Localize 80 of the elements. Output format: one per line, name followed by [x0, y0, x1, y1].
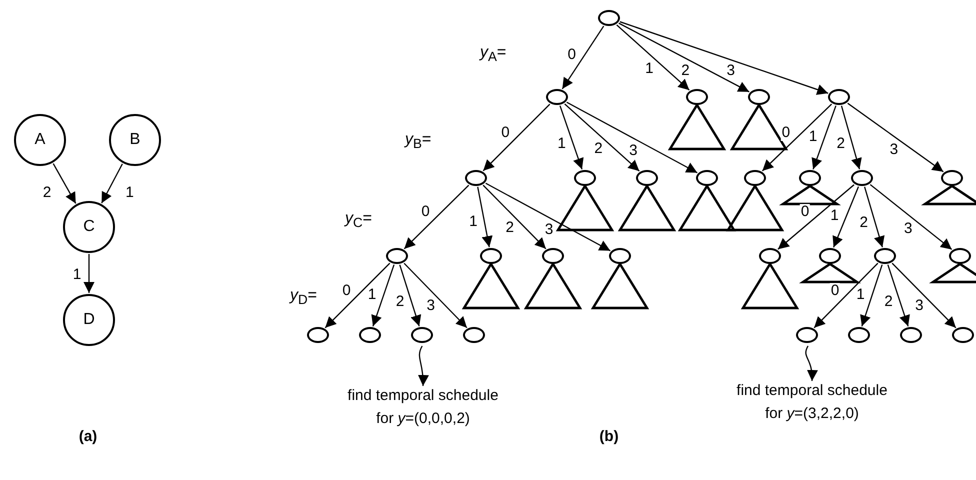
arrow — [778, 184, 854, 250]
arrow — [482, 104, 550, 172]
tree-node-circle — [463, 327, 485, 343]
arrow — [404, 184, 470, 250]
edge-label: 0 — [780, 124, 792, 141]
panel-caption: (b) — [599, 428, 619, 445]
arrow — [477, 186, 493, 248]
tree-node-circle — [874, 248, 896, 264]
arrow — [812, 105, 836, 170]
variable-label: y$_{A}$= — [480, 44, 506, 64]
arrow — [887, 264, 910, 326]
arrow — [892, 262, 956, 328]
tree-node-circle — [546, 89, 568, 105]
tree-node-circle — [949, 248, 971, 264]
arrow — [482, 184, 546, 250]
edge-label: 3 — [726, 63, 736, 80]
tree-node-circle — [848, 327, 870, 343]
tree-node-circle — [307, 327, 329, 343]
panel-caption: (a) — [78, 428, 98, 445]
tree-node-circle — [696, 170, 718, 186]
tree-node-circle — [796, 327, 818, 343]
tree-node-circle — [851, 170, 873, 186]
tree-node-circle — [744, 170, 766, 186]
arrow — [84, 254, 94, 293]
arrow — [399, 264, 422, 326]
leader-arrow — [805, 346, 818, 381]
arrow — [562, 26, 604, 90]
arrow — [324, 262, 390, 328]
tree-node-circle — [480, 248, 502, 264]
circle-node — [109, 114, 161, 166]
tree-node-circle — [609, 248, 631, 264]
arrow — [371, 264, 395, 326]
annotation-text: find temporal schedule for y=(0,0,0,2) — [340, 384, 506, 430]
arrow — [564, 103, 640, 172]
tree-node-circle — [359, 327, 381, 343]
tree-node-circle — [542, 248, 564, 264]
arrow — [847, 102, 944, 172]
arrow — [840, 106, 862, 170]
node-label: A — [34, 131, 46, 149]
tree-node-circle — [748, 89, 770, 105]
arrow — [616, 24, 690, 91]
tree-node-circle — [819, 248, 841, 264]
tree-node-circle — [941, 170, 963, 186]
tree-node-circle — [574, 170, 596, 186]
arrow — [52, 163, 76, 204]
node-label: B — [130, 131, 140, 149]
arrow — [566, 102, 698, 174]
variable-label: y$_{D}$= — [290, 287, 317, 308]
arrow — [559, 106, 584, 170]
arrow — [618, 22, 750, 92]
arrow — [814, 262, 878, 328]
circle-node — [63, 201, 115, 253]
tree-node-circle — [900, 327, 922, 343]
node-label: D — [83, 311, 95, 329]
arrow — [860, 264, 883, 326]
arrow — [832, 186, 860, 248]
arrow — [870, 184, 952, 250]
arrow — [404, 262, 468, 328]
tree-node-circle — [828, 89, 850, 105]
node-label: C — [83, 218, 95, 236]
tree-node-circle — [465, 170, 487, 186]
tree-node-circle — [952, 327, 974, 343]
arrow — [864, 186, 885, 248]
circle-node — [14, 114, 66, 166]
tree-node-circle — [411, 327, 433, 343]
tree-node-circle — [386, 248, 408, 264]
arrow — [762, 104, 832, 172]
tree-node-circle — [799, 170, 821, 186]
arrow — [620, 21, 828, 95]
circle-node — [63, 294, 115, 346]
annotation-text: find temporal schedule for y=(3,2,2,0) — [729, 379, 895, 425]
tree-node-circle — [759, 248, 781, 264]
leader-arrow — [418, 346, 429, 386]
tree-node-circle — [636, 170, 658, 186]
variable-label: y$_{C}$= — [345, 210, 372, 230]
arrow — [485, 182, 611, 252]
variable-label: y$_{B}$= — [405, 131, 432, 152]
tree-node-circle — [686, 89, 708, 105]
arrow — [101, 164, 123, 204]
tree-node-circle — [598, 10, 620, 26]
